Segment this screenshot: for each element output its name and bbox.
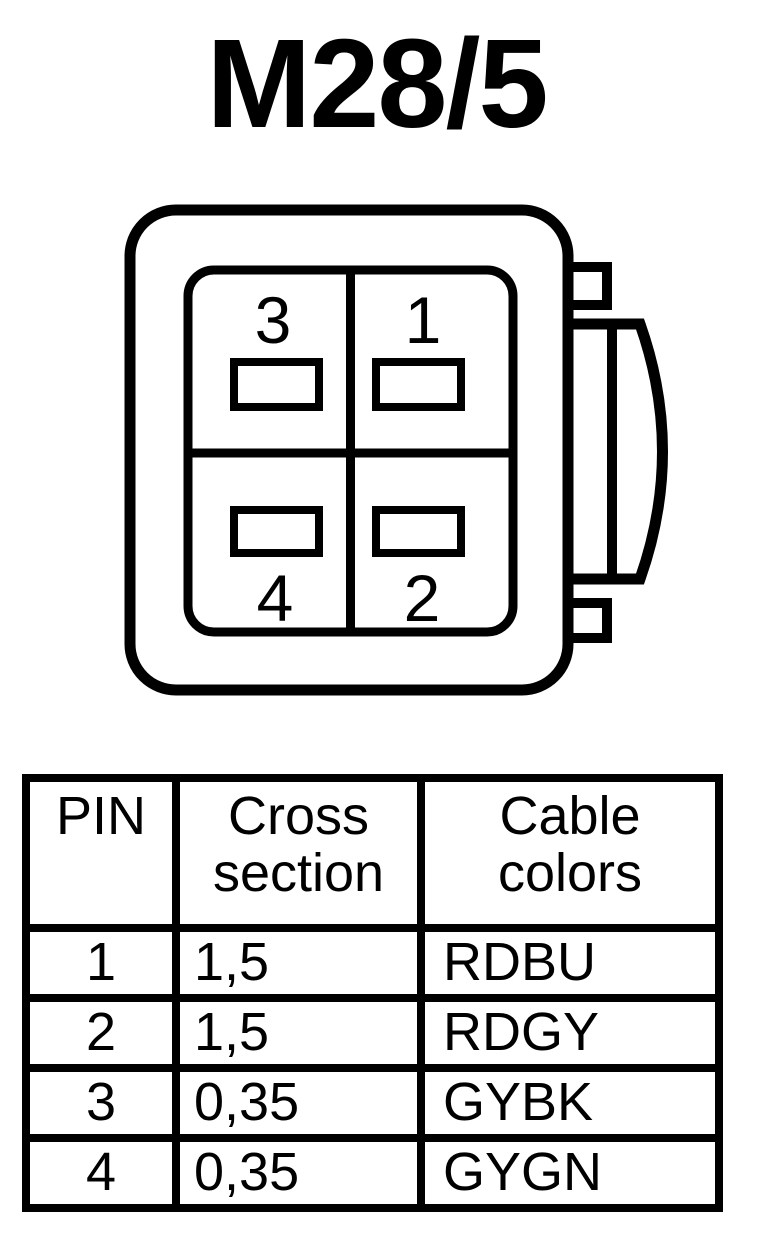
pin-table: PIN Cross section Cable colors 1 1,5 RDB… — [22, 774, 723, 1212]
table-row: 2 1,5 RDGY — [22, 994, 723, 1072]
pin-slot-2 — [372, 506, 465, 557]
row1-cable-color: RDBU — [417, 924, 723, 1002]
pin-label-1: 1 — [405, 283, 442, 357]
pin-slot-3 — [230, 358, 323, 411]
pin-label-3: 3 — [255, 283, 292, 357]
pin-slot-1 — [372, 358, 465, 411]
row2-pin: 2 — [22, 994, 180, 1072]
header-cable-colors: Cable colors — [417, 774, 723, 932]
row4-cross-section: 0,35 — [172, 1134, 425, 1212]
row2-cable-color: RDGY — [417, 994, 723, 1072]
pin-table-header-row: PIN Cross section Cable colors — [22, 774, 723, 932]
table-row: 4 0,35 GYGN — [22, 1134, 723, 1212]
pin-label-4: 4 — [257, 561, 294, 635]
row3-pin: 3 — [22, 1064, 180, 1142]
row3-cable-color: GYBK — [417, 1064, 723, 1142]
row1-pin: 1 — [22, 924, 180, 1002]
pin-label-2: 2 — [404, 561, 441, 635]
row2-cross-section: 1,5 — [172, 994, 425, 1072]
pin-slot-4 — [230, 506, 323, 557]
connector-diagram: 3 1 4 2 — [124, 204, 668, 696]
table-row: 3 0,35 GYBK — [22, 1064, 723, 1142]
row4-pin: 4 — [22, 1134, 180, 1212]
row1-cross-section: 1,5 — [172, 924, 425, 1002]
page-title: M28/5 — [206, 13, 548, 154]
table-row: 1 1,5 RDBU — [22, 924, 723, 1002]
row3-cross-section: 0,35 — [172, 1064, 425, 1142]
row4-cable-color: GYGN — [417, 1134, 723, 1212]
header-pin: PIN — [22, 774, 180, 932]
header-cross-section: Cross section — [172, 774, 425, 932]
